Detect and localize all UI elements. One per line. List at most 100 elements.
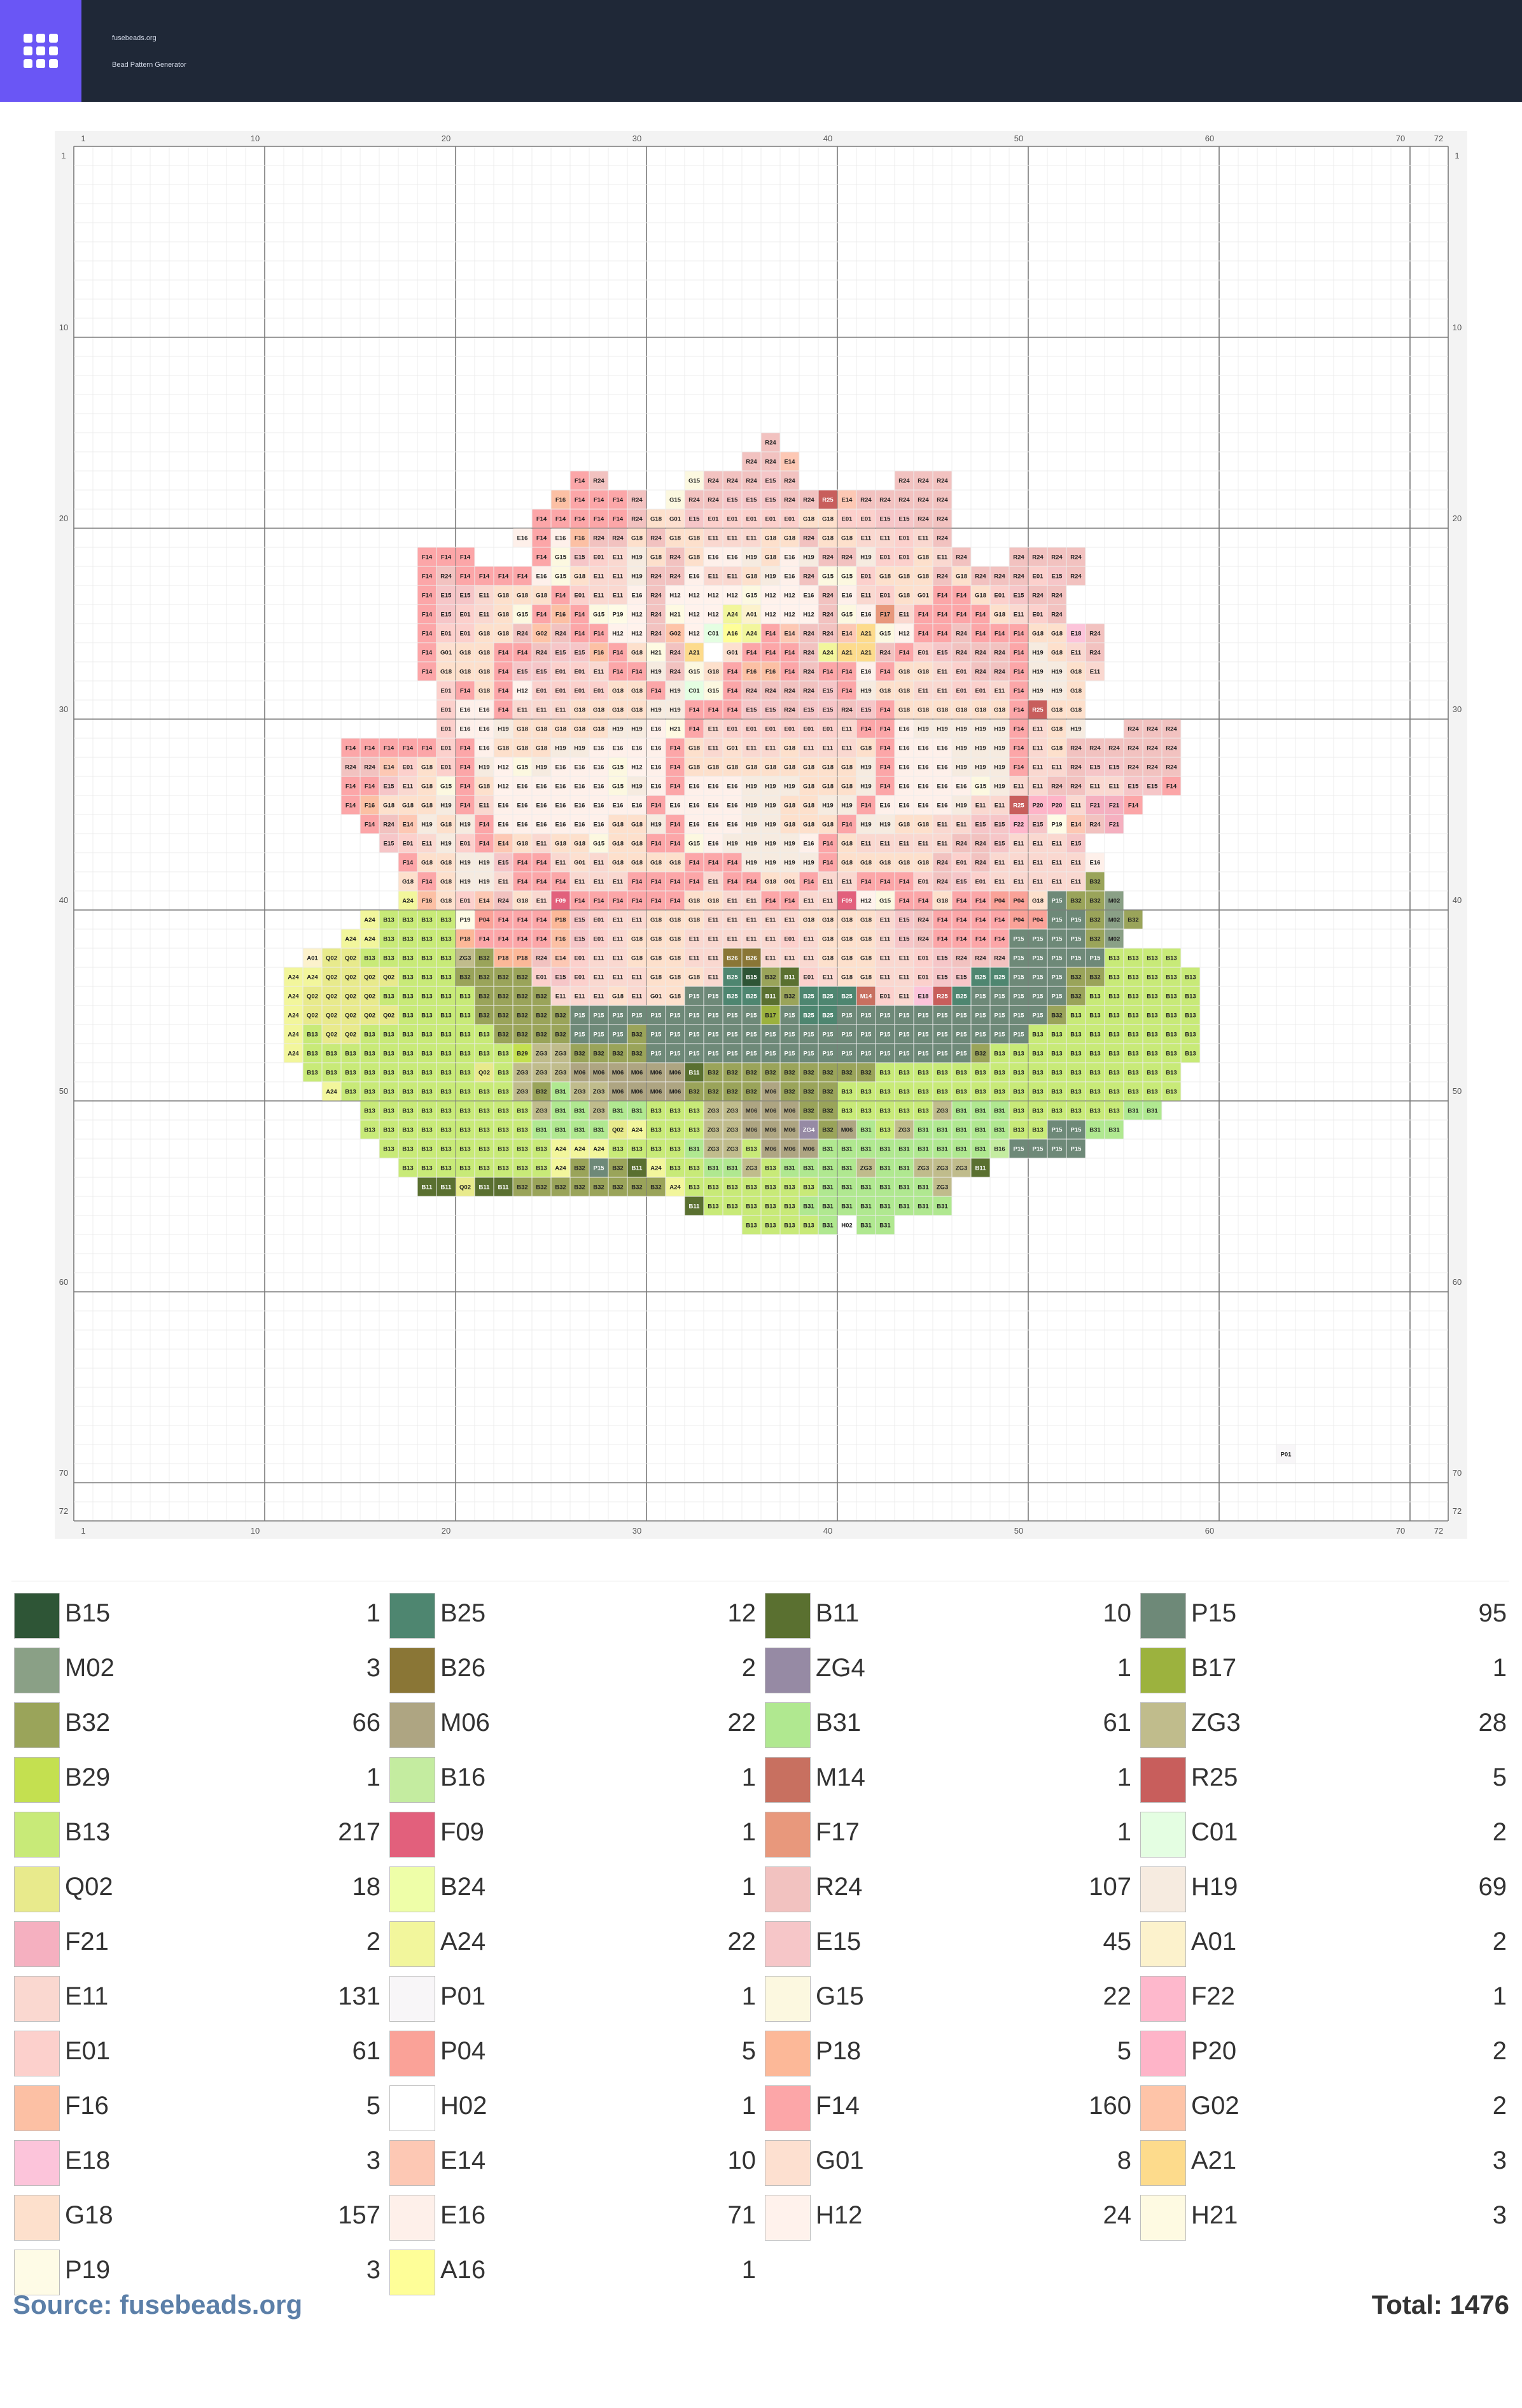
bead-cell[interactable] [551, 662, 570, 681]
bead-cell[interactable] [742, 490, 761, 509]
bead-cell[interactable] [436, 719, 456, 738]
bead-cell[interactable] [1028, 681, 1047, 700]
site-name[interactable]: fusebeads.org [112, 34, 157, 42]
bead-cell[interactable] [799, 624, 818, 643]
bead-cell[interactable] [494, 624, 513, 643]
bead-cell[interactable] [856, 662, 876, 681]
bead-cell[interactable] [551, 719, 570, 738]
bead-cell[interactable] [799, 681, 818, 700]
bead-cell[interactable] [742, 471, 761, 490]
bead-cell[interactable] [856, 624, 876, 643]
bead-cell[interactable] [723, 624, 742, 643]
bead-cell[interactable] [417, 643, 436, 662]
bead-cell[interactable] [551, 490, 570, 509]
bead-cell[interactable] [818, 490, 837, 509]
bead-cell[interactable] [742, 662, 761, 681]
bead-cell[interactable] [895, 624, 914, 643]
bead-cell[interactable] [551, 566, 570, 585]
bead-cell[interactable] [742, 585, 761, 605]
bead-cell[interactable] [1047, 566, 1066, 585]
bead-cell[interactable] [723, 585, 742, 605]
bead-cell[interactable] [1009, 547, 1028, 566]
bead-cell[interactable] [627, 643, 646, 662]
bead-cell[interactable] [837, 605, 856, 624]
bead-cell[interactable] [856, 681, 876, 700]
bead-cell[interactable] [1047, 662, 1066, 681]
bead-cell[interactable] [723, 662, 742, 681]
grid-apps-icon[interactable] [0, 0, 81, 102]
bead-cell[interactable] [856, 528, 876, 547]
bead-cell[interactable] [1028, 700, 1047, 719]
bead-cell[interactable] [876, 585, 895, 605]
bead-cell[interactable] [723, 471, 742, 490]
bead-cell[interactable] [589, 700, 608, 719]
bead-cell[interactable] [685, 643, 704, 662]
bead-cell[interactable] [933, 643, 952, 662]
bead-cell[interactable] [532, 681, 551, 700]
bead-cell[interactable] [876, 605, 895, 624]
bead-cell[interactable] [971, 662, 990, 681]
bead-cell[interactable] [1028, 643, 1047, 662]
bead-cell[interactable] [436, 624, 456, 643]
bead-cell[interactable] [570, 605, 589, 624]
bead-cell[interactable] [704, 547, 723, 566]
bead-cell[interactable] [666, 624, 685, 643]
bead-cell[interactable] [1028, 662, 1047, 681]
bead-cell[interactable] [589, 528, 608, 547]
bead-cell[interactable] [761, 681, 780, 700]
bead-cell[interactable] [876, 643, 895, 662]
bead-cell[interactable] [780, 509, 799, 528]
bead-cell[interactable] [799, 585, 818, 605]
bead-cell[interactable] [608, 700, 627, 719]
bead-cell[interactable] [914, 605, 933, 624]
bead-cell[interactable] [627, 585, 646, 605]
bead-cell[interactable] [475, 681, 494, 700]
source-credit[interactable]: Source: fusebeads.org [13, 2290, 303, 2320]
bead-cell[interactable] [1066, 719, 1086, 738]
bead-cell[interactable] [646, 624, 666, 643]
bead-cell[interactable] [589, 547, 608, 566]
bead-cell[interactable] [532, 643, 551, 662]
bead-cell[interactable] [761, 528, 780, 547]
bead-cell[interactable] [513, 605, 532, 624]
bead-cell[interactable] [914, 585, 933, 605]
bead-cell[interactable] [856, 700, 876, 719]
bead-cell[interactable] [761, 643, 780, 662]
bead-cell[interactable] [1028, 624, 1047, 643]
bead-cell[interactable] [780, 490, 799, 509]
bead-cell[interactable] [761, 585, 780, 605]
bead-cell[interactable] [837, 624, 856, 643]
bead-cell[interactable] [856, 509, 876, 528]
bead-cell[interactable] [780, 452, 799, 471]
bead-cell[interactable] [570, 681, 589, 700]
bead-cell[interactable] [456, 662, 475, 681]
bead-cell[interactable] [1086, 643, 1105, 662]
bead-cell[interactable] [895, 490, 914, 509]
bead-cell[interactable] [818, 681, 837, 700]
bead-cell[interactable] [417, 566, 436, 585]
bead-cell[interactable] [551, 643, 570, 662]
bead-cell[interactable] [513, 719, 532, 738]
bead-cell[interactable] [914, 681, 933, 700]
bead-cell[interactable] [837, 700, 856, 719]
bead-cell[interactable] [627, 700, 646, 719]
bead-cell[interactable] [608, 662, 627, 681]
bead-cell[interactable] [532, 566, 551, 585]
bead-cell[interactable] [876, 719, 895, 738]
bead-cell[interactable] [589, 662, 608, 681]
bead-cell[interactable] [895, 471, 914, 490]
bead-cell[interactable] [551, 624, 570, 643]
bead-cell[interactable] [742, 624, 761, 643]
bead-cell[interactable] [856, 585, 876, 605]
bead-cell[interactable] [532, 528, 551, 547]
bead-cell[interactable] [685, 547, 704, 566]
bead-cell[interactable] [761, 624, 780, 643]
bead-cell[interactable] [1009, 700, 1028, 719]
bead-cell[interactable] [952, 643, 971, 662]
bead-cell[interactable] [436, 605, 456, 624]
bead-cell[interactable] [856, 643, 876, 662]
bead-cell[interactable] [570, 547, 589, 566]
bead-cell[interactable] [685, 490, 704, 509]
bead-cell[interactable] [837, 566, 856, 585]
